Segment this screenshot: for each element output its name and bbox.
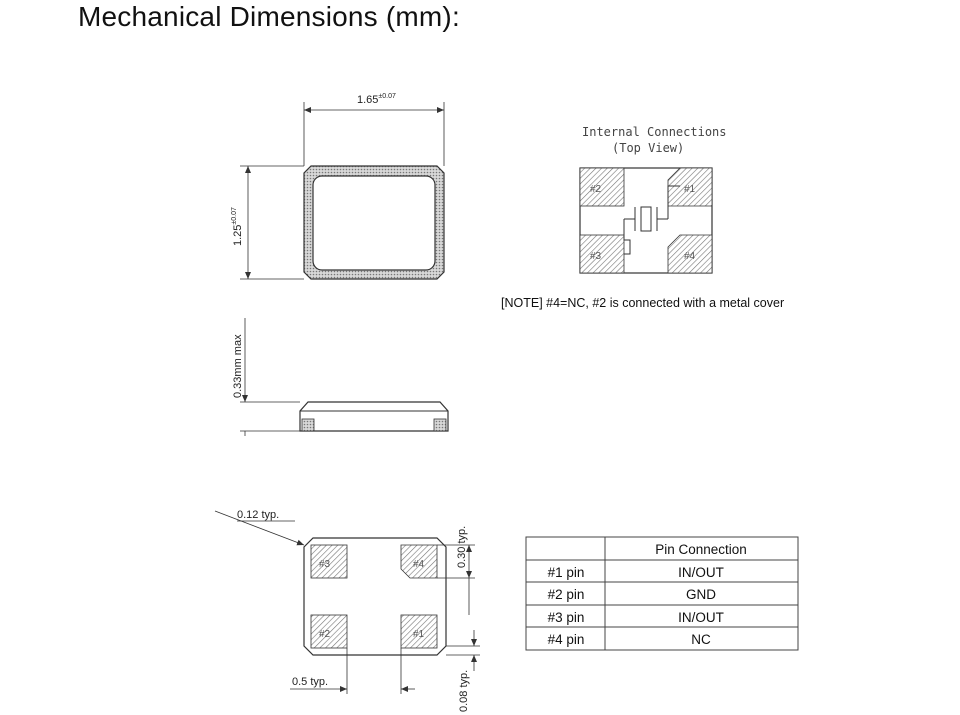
table-row-pin-value: GND: [686, 587, 716, 602]
table-row-pin-label: #1 pin: [548, 565, 585, 580]
internal-pin-2-label: #2: [590, 184, 602, 195]
pad-4-label: #4: [413, 559, 425, 570]
internal-connections: Internal Connections (Top View) #2 #1 #3…: [579, 125, 727, 274]
table-row-pin-label: #2 pin: [548, 587, 585, 602]
pad-gap-dimension: 0.08 typ.: [458, 670, 470, 712]
internal-connections-title: Internal Connections: [582, 125, 727, 139]
bottom-view: 0.12 typ. #3 #4 #2 #1 0.30 typ. 0.08 typ…: [214, 509, 480, 712]
chamfer-dimension: 0.12 typ.: [237, 509, 279, 521]
width-dimension: 1.25±0.07: [231, 207, 244, 246]
pad-4: [400, 544, 438, 579]
side-view: 0.33mm max: [232, 318, 449, 436]
length-dimension: 1.65±0.07: [357, 93, 396, 106]
thickness-dimension: 0.33mm max: [232, 334, 244, 398]
pad-1-label: #1: [413, 629, 425, 640]
table-row-pin-value: IN/OUT: [678, 565, 724, 580]
internal-connections-subtitle: (Top View): [612, 141, 684, 155]
internal-pin-1-label: #1: [684, 184, 696, 195]
pad-2: [310, 614, 348, 649]
internal-pin-3: [579, 234, 625, 274]
table-header-cell: Pin Connection: [655, 542, 747, 557]
page-title: Mechanical Dimensions (mm):: [78, 1, 460, 32]
table-row-pin-label: #4 pin: [548, 632, 585, 647]
table-row-pin-value: IN/OUT: [678, 610, 724, 625]
internal-pin-4-label: #4: [684, 251, 696, 262]
table-row-pin-label: #3 pin: [548, 610, 585, 625]
internal-pin-3-label: #3: [590, 251, 602, 262]
pad-height-dimension: 0.30 typ.: [456, 526, 468, 568]
internal-pin-2: [579, 167, 625, 207]
pad-3: [310, 544, 348, 579]
pad-3-label: #3: [319, 559, 331, 570]
pin-connection-table: Pin Connection #1 pin IN/OUT #2 pin GND …: [525, 536, 799, 651]
pad-pitch-dimension: 0.5 typ.: [292, 676, 328, 688]
pad-1: [400, 614, 438, 649]
pad-2-label: #2: [319, 629, 331, 640]
top-view: 1.65±0.07 1.25±0.07: [231, 93, 445, 280]
internal-pin-4: [667, 234, 713, 274]
side-body: [299, 401, 449, 432]
crystal-symbol: [623, 185, 680, 255]
package-lid: [312, 175, 436, 271]
table-row-pin-value: NC: [691, 632, 711, 647]
note-text: [NOTE] #4=NC, #2 is connected with a met…: [501, 296, 784, 310]
